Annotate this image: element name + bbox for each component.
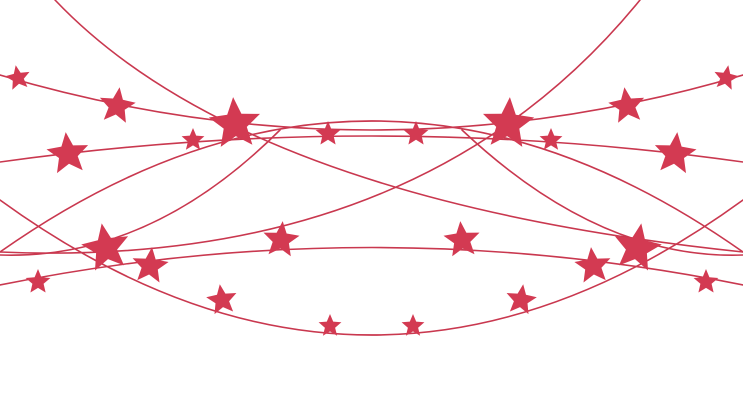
star-icon <box>574 247 611 283</box>
star-icon <box>401 314 425 336</box>
star-icon <box>403 121 429 145</box>
star-icon <box>46 132 89 174</box>
star-icon <box>208 97 260 147</box>
garland-stars <box>5 65 739 336</box>
star-icon <box>443 221 480 257</box>
star-icon <box>81 223 129 271</box>
star-icon <box>25 269 51 293</box>
garland-string-2 <box>0 135 743 163</box>
star-icon <box>608 87 645 123</box>
star-icon <box>99 87 136 123</box>
garland-string-4 <box>0 199 743 336</box>
star-icon <box>206 284 237 315</box>
garland-string-5 <box>0 246 743 286</box>
garland-string-8 <box>0 129 281 256</box>
star-icon <box>506 284 537 315</box>
star-icon <box>263 221 300 257</box>
star-icon <box>5 65 30 90</box>
star-icon <box>483 97 535 147</box>
star-icon <box>693 269 719 293</box>
garland-string-9 <box>461 129 743 256</box>
star-icon <box>132 247 169 283</box>
garland-string-6 <box>54 0 743 253</box>
star-icon <box>539 128 563 150</box>
star-icon <box>318 314 342 336</box>
star-icon <box>614 223 662 271</box>
star-icon <box>714 65 739 90</box>
star-icon <box>654 132 697 174</box>
garland-strings <box>0 0 743 336</box>
star-icon <box>315 121 341 145</box>
garland-string-3 <box>0 120 743 253</box>
star-icon <box>181 128 205 150</box>
